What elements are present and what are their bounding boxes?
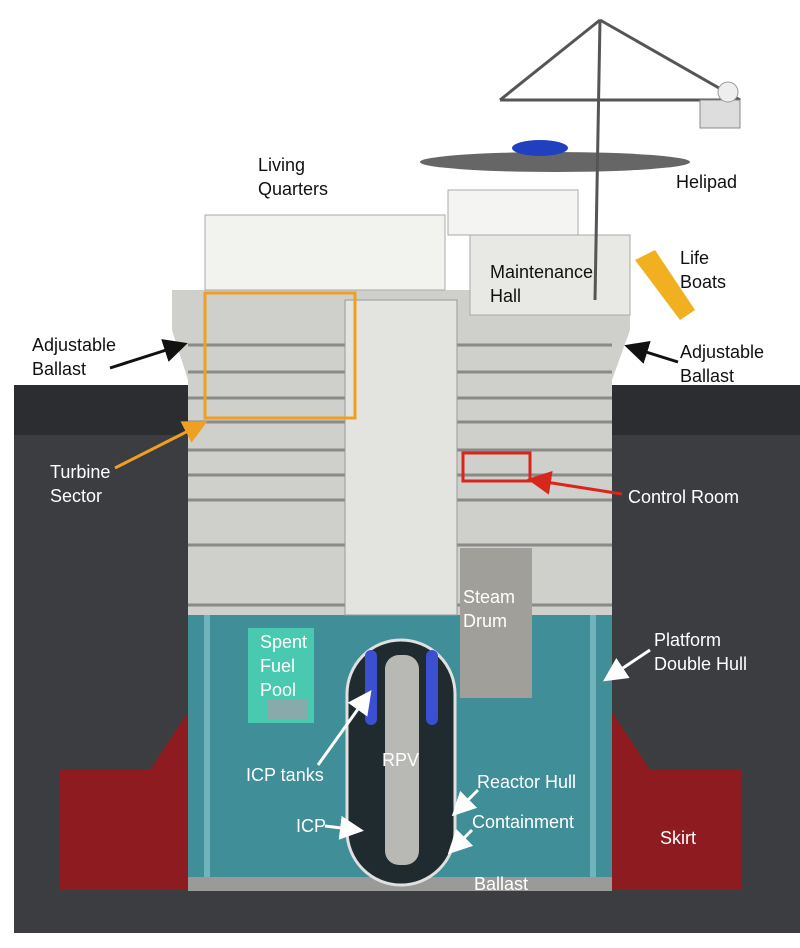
- turbine-sector-highlight: [203, 291, 357, 420]
- central-shaft: [344, 299, 458, 616]
- helicopter: [512, 140, 568, 156]
- label-line: Living: [258, 155, 306, 175]
- arrow-reactor-hull: [451, 788, 480, 817]
- skirt-left: [60, 712, 188, 890]
- rpv-vessel: [385, 655, 419, 865]
- arrow-icp-tanks: [316, 690, 372, 766]
- arrow-containment: [447, 828, 474, 855]
- label-line: Spent: [260, 632, 308, 652]
- label-line: Maintenance: [490, 262, 594, 282]
- label-line: Double Hull: [654, 654, 748, 674]
- icp-tank-left: [365, 650, 377, 725]
- arrow-icp: [324, 815, 364, 840]
- steam-drum: [460, 548, 532, 698]
- arrow-double-hull: [603, 648, 651, 682]
- label-line: Hall: [490, 286, 522, 306]
- label-line: Adjustable: [32, 335, 117, 355]
- living-quarters-building: [204, 214, 446, 291]
- label-line: Quarters: [258, 179, 329, 199]
- label-line: Drum: [463, 611, 507, 631]
- control-room-highlight: [461, 451, 532, 483]
- label-line: Life: [680, 248, 710, 268]
- skirt-right: [612, 712, 742, 890]
- label-icp-tanks: ICP tanks: [246, 765, 324, 785]
- label-ballast: Ballast: [474, 874, 529, 894]
- label-line: Steam: [463, 587, 516, 607]
- helipad-deck: [420, 152, 690, 172]
- label-skirt: Skirt: [660, 828, 696, 848]
- label-line: Fuel: [260, 656, 296, 676]
- arrow-control-room: [527, 470, 623, 496]
- label-line: Turbine: [50, 462, 111, 482]
- icp-tank-right: [426, 650, 438, 725]
- label-control-room: Control Room: [628, 487, 740, 507]
- label-line: Platform: [654, 630, 722, 650]
- arrow-ballast-right: [624, 340, 679, 364]
- arrow-ballast-left: [109, 339, 188, 370]
- label-helipad: Helipad: [676, 172, 738, 192]
- label-line: Ballast: [32, 359, 87, 379]
- label-line: Pool: [260, 680, 297, 700]
- label-rpv: RPV: [382, 750, 420, 770]
- label-line: Adjustable: [680, 342, 765, 362]
- label-icp: ICP: [296, 816, 327, 836]
- label-containment: Containment: [472, 812, 575, 832]
- arrow-turbine: [114, 421, 208, 470]
- label-reactor-hull: Reactor Hull: [477, 772, 577, 792]
- life-boat: [635, 250, 695, 320]
- label-line: Ballast: [680, 366, 735, 386]
- label-line: Sector: [50, 486, 103, 506]
- label-line: Boats: [680, 272, 727, 292]
